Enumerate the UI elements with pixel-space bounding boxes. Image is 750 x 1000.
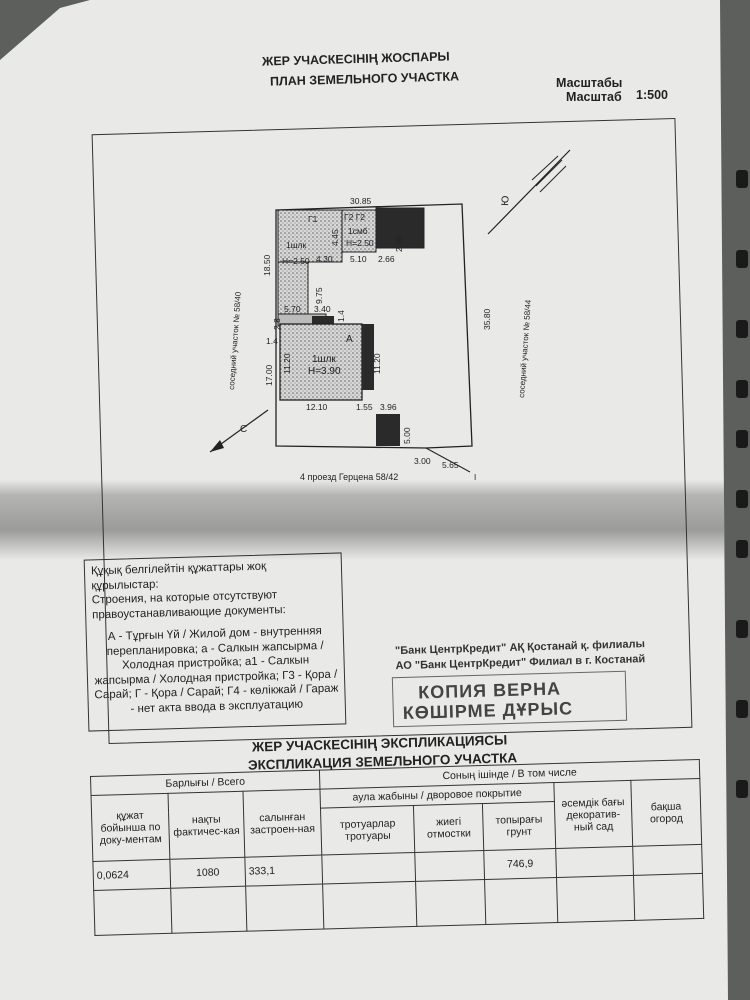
bank-stamp: "Банк ЦентрКредит" АҚ Қостанай қ. филиал… [387, 637, 645, 728]
cell-docs: 0,0624 [92, 859, 171, 891]
house-letter: А [346, 334, 353, 345]
header-built: салынған застроен-ная [242, 789, 322, 858]
dim-28: 2.8 [272, 318, 282, 330]
notes-box: Құқық белгілейтін құжаттары жоқ құрылыст… [83, 552, 347, 732]
header-blind-area: жиегі отмостки [413, 803, 484, 853]
garage-dark-top [375, 207, 425, 249]
scale-label-ru: Масштаб [566, 90, 622, 104]
scale-label-kz: Масштабы [556, 76, 623, 90]
cell-sidewalk [321, 852, 416, 885]
dim-14b: 1.4 [266, 336, 278, 346]
dim-1120a: 11.20 [282, 353, 292, 374]
cell-garden [555, 846, 634, 878]
cell-blind-area [415, 850, 485, 882]
outbuilding-g1 [277, 209, 343, 263]
outbuilding-g1-ext [277, 261, 309, 319]
building-g1-type: 1шлк [286, 240, 307, 250]
dim-266: 2.66 [378, 254, 395, 264]
building-g2-type: 1смб [348, 226, 368, 236]
cell-built: 333,1 [244, 855, 323, 887]
building-g1-height: Н=2.50 [282, 256, 310, 266]
street-label: 4 проезд Герцена 58/42 [300, 472, 398, 482]
dim-bottom-c: 3.96 [380, 402, 397, 412]
dim-right: 35.80 [482, 308, 492, 330]
dim-left-upper: 18.50 [262, 254, 272, 276]
dim-top: 30.85 [350, 196, 372, 206]
binder-rings [732, 60, 750, 960]
header-vegetable: бақша огород [630, 778, 702, 847]
header-sidewalk: тротуарлар тротуары [320, 805, 416, 856]
dim-570: 5.70 [284, 304, 301, 314]
building-g1-label: Г1 [308, 214, 318, 224]
south-label: С [240, 424, 247, 435]
building-g2-label: Г2 Г2 [344, 212, 365, 222]
building-g2-height: Н=2.50 [346, 238, 374, 248]
dim-340: 3.40 [314, 304, 331, 314]
dim-garage-h: 5.00 [402, 427, 412, 444]
dim-1120b: 11.20 [372, 353, 382, 374]
dim-left-lower: 17.00 [264, 364, 274, 386]
dim-bottom-a: 12.10 [306, 402, 328, 412]
header-actual: нақты фактичес-кая [168, 791, 245, 860]
dim-430: 4.30 [316, 254, 333, 264]
house-type-label: 1шлк [312, 354, 336, 365]
dim-445: 4.45 [330, 229, 340, 246]
cell-actual: 1080 [169, 857, 246, 889]
dim-bottom-d: 3.00 [414, 456, 431, 466]
dim-bottom-e: 5.65 [442, 460, 459, 470]
neighbor-right-label: соседний участок № 58/44 [517, 299, 533, 398]
dim-510: 5.10 [350, 254, 367, 264]
house-porch [362, 324, 374, 390]
house-height-label: Н=3.90 [308, 366, 341, 377]
cell-ground: 746,9 [483, 848, 557, 880]
dim-975: 9.75 [314, 287, 324, 304]
corner-label: I [474, 473, 476, 482]
scale-value: 1:500 [636, 88, 668, 102]
house-a [279, 323, 363, 401]
dim-14a: 1.4 [336, 310, 346, 322]
dim-bottom-b: 1.55 [356, 402, 373, 412]
header-garden: әсемдік бағы декоратив-ный сад [553, 780, 633, 849]
neighbor-left-label: соседний участок № 58/40 [227, 291, 243, 390]
dim-295: 2.95 [394, 235, 404, 252]
header-docs: құжат бойынша по доку-ментам [91, 793, 170, 862]
notes-legend: А - Тұрғын Үй / Жилой дом - внутренняя п… [94, 625, 339, 715]
garage-bottom [376, 414, 400, 446]
explication-table: Барлығы / Всего Соның ішінде / В том чис… [90, 759, 704, 936]
cell-vegetable [632, 844, 703, 876]
dark-patch [312, 316, 334, 326]
lot-boundary [275, 203, 473, 449]
header-ground: топырағы грунт [482, 801, 556, 851]
north-label: Ю [500, 195, 512, 206]
